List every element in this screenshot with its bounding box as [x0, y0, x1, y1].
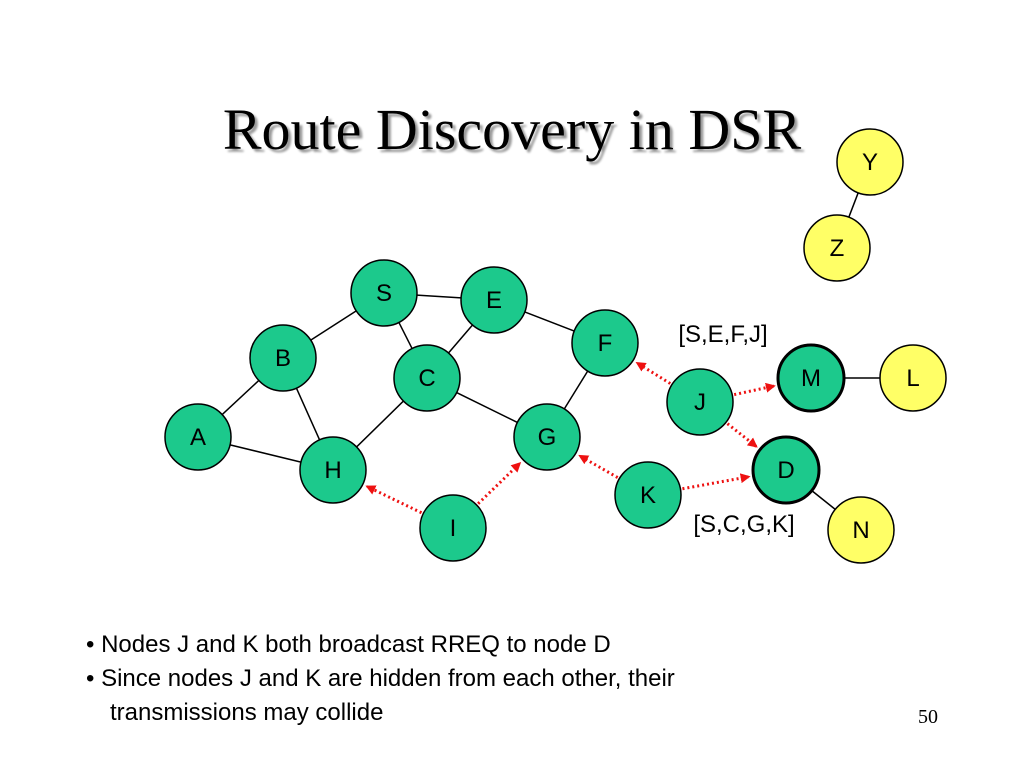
edge-E-C [447, 324, 474, 354]
edges-layer [221, 192, 880, 510]
node-label-S: S [376, 280, 392, 307]
rreq-arrow-J-to-F [635, 361, 672, 385]
node-F: F [571, 309, 639, 377]
node-circle-Z [803, 214, 871, 282]
bullet-list: • Nodes J and K both broadcast RREQ to n… [86, 628, 866, 730]
node-H: H [299, 436, 367, 504]
bullet-item-2: • Since nodes J and K are hidden from ea… [86, 665, 675, 692]
node-label-M: M [801, 365, 821, 392]
slide-title: Route Discovery in DSR [222, 97, 802, 162]
node-label-G: G [538, 424, 557, 451]
node-C: C [393, 344, 461, 412]
rreq-arrow-J-to-D [726, 422, 758, 448]
node-label-A: A [190, 424, 206, 451]
node-Y: Y [836, 128, 904, 196]
node-circle-A [164, 403, 232, 471]
rreq-arrow-J-to-M [733, 382, 776, 397]
node-G: G [513, 403, 581, 471]
edge-B-A [221, 379, 260, 416]
node-circle-C [393, 344, 461, 412]
node-B: B [249, 324, 317, 392]
bullet-item-2-continuation: transmissions may collide [110, 699, 384, 726]
node-circle-G [513, 403, 581, 471]
edge-C-G [456, 391, 518, 424]
edge-S-C [398, 322, 413, 349]
node-S: S [350, 259, 418, 327]
edge-F-G [563, 370, 589, 410]
node-circle-B [249, 324, 317, 392]
node-circle-Y [836, 128, 904, 196]
rreq-arrows-layer [365, 361, 776, 515]
node-circle-D [751, 435, 821, 505]
node-circle-K [614, 461, 682, 529]
node-E: E [460, 266, 528, 334]
nodes-layer: S E F B C A G H I J K M D L N Y Z [164, 128, 947, 564]
node-label-Y: Y [862, 149, 878, 176]
edge-D-N [811, 490, 836, 510]
node-label-C: C [418, 365, 435, 392]
node-L: L [879, 344, 947, 412]
node-J: J [666, 368, 734, 436]
node-M: M [776, 343, 846, 413]
node-label-H: H [324, 457, 341, 484]
node-circle-H [299, 436, 367, 504]
edge-Y-Z [848, 192, 859, 218]
node-Z: Z [803, 214, 871, 282]
node-circle-J [666, 368, 734, 436]
rreq-arrow-K-to-G [578, 454, 619, 479]
node-label-D: D [777, 457, 794, 484]
node-circle-F [571, 309, 639, 377]
edge-C-H [356, 400, 404, 448]
route-label-route-k: [S,C,G,K] [693, 511, 794, 538]
node-circle-E [460, 266, 528, 334]
node-A: A [164, 403, 232, 471]
node-circle-N [827, 496, 895, 564]
rreq-arrow-I-to-H [365, 485, 423, 515]
node-label-I: I [450, 515, 457, 542]
node-circle-S [350, 259, 418, 327]
edge-B-H [295, 387, 321, 441]
page-number: 50 [918, 706, 938, 728]
edge-S-B [310, 310, 357, 341]
node-label-N: N [852, 517, 869, 544]
rreq-arrow-I-to-G [477, 462, 522, 505]
edge-A-H [229, 444, 302, 463]
edge-E-F [524, 311, 575, 332]
route-labels-layer: [S,E,F,J] [S,C,G,K] [678, 321, 794, 538]
node-circle-I [419, 494, 487, 562]
edge-S-E [416, 294, 462, 299]
node-label-Z: Z [830, 235, 845, 262]
node-K: K [614, 461, 682, 529]
node-D: D [751, 435, 821, 505]
node-label-J: J [694, 389, 706, 416]
node-label-B: B [275, 345, 291, 372]
node-circle-L [879, 344, 947, 412]
rreq-arrow-K-to-D [682, 473, 751, 491]
node-I: I [419, 494, 487, 562]
node-label-K: K [640, 482, 656, 509]
node-label-L: L [906, 365, 919, 392]
node-N: N [827, 496, 895, 564]
node-label-F: F [598, 330, 613, 357]
route-label-route-j: [S,E,F,J] [678, 321, 767, 348]
node-circle-M [776, 343, 846, 413]
bullet-item-1: • Nodes J and K both broadcast RREQ to n… [86, 631, 611, 658]
node-label-E: E [486, 287, 502, 314]
